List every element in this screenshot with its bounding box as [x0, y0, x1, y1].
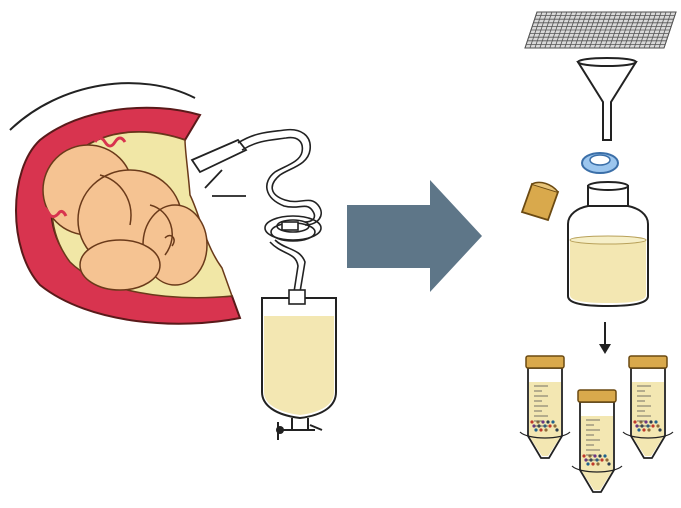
centrifuge-tube-right	[623, 356, 673, 458]
funnel-icon	[578, 58, 636, 140]
bag-outlet-valve	[278, 418, 322, 440]
drainage-tubing	[238, 130, 321, 292]
collection-bag	[262, 290, 336, 440]
centrifuge-tubes	[520, 356, 673, 492]
centrifuge-tube-left	[520, 356, 570, 458]
catheter-clip	[205, 170, 246, 196]
bag-fluid	[264, 316, 334, 415]
centrifuge-tube-center	[572, 390, 622, 492]
down-arrow-icon	[599, 322, 611, 354]
right-arrow-icon	[347, 180, 482, 292]
filter-ring-icon	[582, 153, 618, 173]
bottle-cap-icon	[522, 182, 558, 220]
uterus-with-fetus-illustration	[10, 83, 246, 324]
mesh-filter-icon	[525, 12, 676, 48]
catheter-needle	[192, 140, 246, 172]
bag-inlet	[289, 290, 305, 304]
collection-bottle-icon	[568, 182, 648, 306]
